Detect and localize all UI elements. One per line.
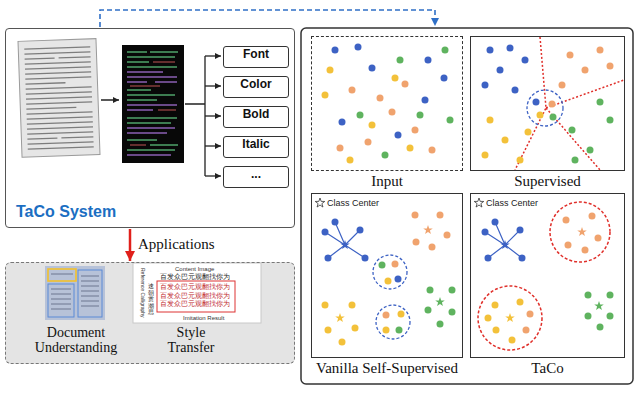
comparison-panel [301, 28, 633, 384]
system-box: TaCo System FontColorBoldItalic... [5, 28, 295, 228]
supervised-points [482, 37, 625, 170]
application-caption: Document Understanding [21, 325, 131, 355]
content-characters: 百发众巴元观翻找你为 [160, 273, 230, 280]
scatter-panel: Vanilla Self-Supervised [311, 193, 463, 358]
taco-points [474, 198, 613, 350]
document-understanding-image [45, 266, 105, 320]
attribute-label: Bold [224, 107, 288, 121]
dashed-link [100, 10, 435, 27]
result-characters: 百发众巴元观翻找你为 [160, 292, 230, 299]
application-ground [5, 262, 295, 364]
scatter-panel: Supervised [470, 36, 625, 171]
scatter-panel: Input [311, 36, 463, 171]
image-caption: Imitation Result [183, 315, 224, 321]
application-arrow [129, 229, 132, 261]
scatter-points [322, 44, 454, 164]
attribute-label: Font [224, 47, 288, 61]
attribute-label: Color [224, 77, 288, 91]
reference-characters: 速朝赏潮思 [148, 283, 154, 316]
result-characters: 百发众巴元观翻找你为 [160, 300, 230, 307]
image-caption: Content Image [175, 266, 214, 272]
image-caption: Reference Calligraphy [140, 268, 145, 317]
vanilla-points [315, 198, 455, 346]
panel-caption: Input [300, 173, 474, 189]
attribute-box: Font [223, 46, 289, 68]
application-caption: Style Transfer [156, 325, 226, 355]
attribute-box: ... [223, 166, 289, 188]
attribute-box: Italic [223, 136, 289, 158]
legend-label: Class Center [327, 199, 379, 208]
style-transfer-image [133, 263, 261, 323]
attribute-label: ... [224, 167, 288, 181]
scanned-document [18, 39, 100, 158]
panel-caption: Vanilla Self-Supervised [300, 360, 474, 376]
panel-caption: Supervised [459, 173, 636, 189]
result-characters: 百发众巴元观翻找你为 [160, 283, 230, 290]
legend-label: Class Center [486, 199, 538, 208]
process-arrow [101, 99, 119, 101]
attribute-label: Italic [224, 137, 288, 151]
attribute-box: Bold [223, 106, 289, 128]
attribute-bracket [185, 56, 221, 176]
system-title: TaCo System [16, 203, 116, 221]
panel-caption: TaCo [459, 360, 636, 376]
edge-label: Applications [138, 236, 215, 252]
attribute-box: Color [223, 76, 289, 98]
attribute-map [122, 45, 184, 163]
scatter-panel: TaCo [470, 193, 625, 358]
